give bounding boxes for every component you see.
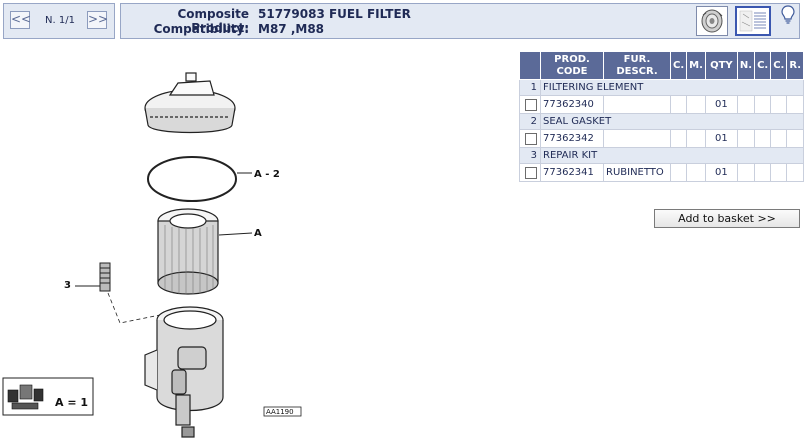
filter-element <box>157 208 219 295</box>
col-header-fur-descr: FUR.DESCR. <box>603 51 671 80</box>
col-header-c1: C. <box>669 51 688 80</box>
select-cell <box>519 95 541 114</box>
group-name: SEAL GASKET <box>539 113 805 130</box>
group-number: 3 <box>519 147 541 164</box>
add-to-basket-button[interactable]: Add to basket >> <box>654 209 800 228</box>
fur-descr: RUBINETTO <box>603 163 671 182</box>
fur-descr <box>603 95 671 114</box>
qty: 01 <box>704 129 738 148</box>
next-page-button[interactable]: >> <box>87 11 108 29</box>
drawing-ref-code: AA1190 <box>266 408 294 416</box>
part-photo-icon[interactable] <box>696 6 728 36</box>
product-header: Composite Product: 51779083 FUEL FILTER … <box>120 3 800 39</box>
col-header-num <box>519 51 541 80</box>
product-value: 51779083 FUEL FILTER <box>258 7 411 21</box>
group-name: FILTERING ELEMENT <box>539 79 805 96</box>
prod-code: 77362341 <box>540 163 604 182</box>
group-row-3: 3 REPAIR KIT <box>519 147 805 164</box>
exploded-view-icon[interactable] <box>735 6 771 36</box>
table-row: 77362342 01 <box>519 129 805 148</box>
group-row-1: 1 FILTERING ELEMENT <box>519 79 805 96</box>
prod-code: 77362342 <box>540 129 604 148</box>
kit-label: A = 1 <box>55 396 88 409</box>
col-header-prod-code: PROD.CODE <box>540 51 604 80</box>
filter-cover <box>144 72 236 134</box>
col-header-c3: C. <box>770 51 788 80</box>
table-row: 77362341 RUBINETTO 01 <box>519 163 805 182</box>
filter-housing <box>144 306 224 438</box>
qty: 01 <box>704 163 738 182</box>
compatibility-label: Compatibility: <box>153 22 249 36</box>
col-header-n: N. <box>736 51 756 80</box>
bleed-screw <box>99 262 111 292</box>
col-header-c2: C. <box>754 51 772 80</box>
select-checkbox[interactable] <box>525 98 537 111</box>
select-checkbox[interactable] <box>525 132 537 145</box>
exploded-drawing: A - 2 A 3 <box>0 65 310 442</box>
prod-code: 77362340 <box>540 95 604 114</box>
table-header-row: PROD.CODE FUR.DESCR. C. M. QTY N. C. C. … <box>519 51 805 80</box>
col-header-qty: QTY <box>704 51 738 80</box>
callout-3: 3 <box>64 280 71 291</box>
group-row-2: 2 SEAL GASKET <box>519 113 805 130</box>
compatibility-value: M87 ,M88 <box>258 22 325 36</box>
group-number: 2 <box>519 113 541 130</box>
select-checkbox[interactable] <box>525 166 537 179</box>
select-cell <box>519 129 541 148</box>
pager: << N. 1/1 >> <box>3 3 115 39</box>
callout-a2: A - 2 <box>254 169 280 180</box>
group-name: REPAIR KIT <box>539 147 805 164</box>
callout-a: A <box>254 228 262 239</box>
table-row: 77362340 01 <box>519 95 805 114</box>
group-number: 1 <box>519 79 541 96</box>
kit-legend: A = 1 <box>2 377 94 416</box>
select-cell <box>519 163 541 182</box>
lightbulb-icon[interactable] <box>779 4 797 24</box>
product-label: Composite Product: <box>177 7 249 35</box>
prev-page-button[interactable]: << <box>10 11 31 29</box>
col-header-m: M. <box>686 51 706 80</box>
seal-gasket <box>147 156 237 202</box>
parts-table: PROD.CODE FUR.DESCR. C. M. QTY N. C. C. … <box>519 51 805 182</box>
col-header-r: R. <box>786 51 805 80</box>
page-number: N. 1/1 <box>45 15 75 26</box>
qty: 01 <box>704 95 738 114</box>
fur-descr <box>603 129 671 148</box>
